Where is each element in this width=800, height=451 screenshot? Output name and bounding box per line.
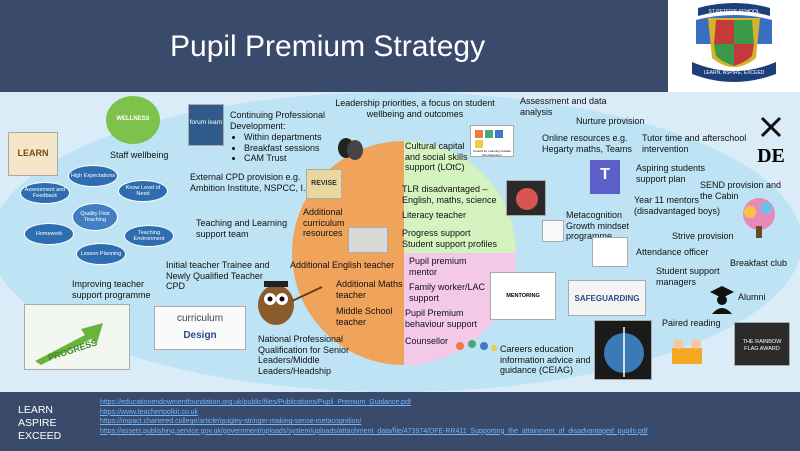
cpd-item: Within departments [244, 132, 322, 143]
teaching-learning-label: Teaching and Learning support team [196, 218, 288, 239]
careers-label: Careers education information advice and… [500, 344, 591, 375]
send-provision-label: SEND provision and the Cabin [700, 180, 782, 201]
footer-link[interactable]: https://impact.chartered.college/article… [100, 418, 362, 425]
de-text: DE [757, 145, 785, 167]
footer-link[interactable]: https://assets.publishing.service.gov.uk… [100, 427, 648, 435]
footer-bar [0, 392, 800, 451]
cpd-list: Within departments Breakfast sessions CA… [232, 132, 322, 164]
behaviour-support-label: Pupil Premium behaviour support [405, 308, 478, 329]
owl-teacher-image [252, 275, 324, 327]
cultural-capital-label: Cultural capital and social skills suppo… [405, 141, 468, 172]
tlr-label: TLR disadvantaged – English, maths, scie… [402, 184, 497, 205]
tutor-time-label: Tutor time and afterschool intervention [642, 133, 747, 154]
attendance-label: Attendance officer [636, 247, 709, 257]
footer-motto: LEARN ASPIRE EXCEED [18, 404, 61, 443]
duke-of-edinburgh-logo: DE [752, 114, 790, 172]
forum-learn-image: forum learn [188, 104, 224, 146]
nurture-label: Nurture provision [576, 116, 645, 126]
initial-teacher-label: Initial teacher Trainee and Newly Qualif… [166, 260, 270, 291]
learn-text: LEARN [17, 148, 49, 158]
motto-line: EXCEED [18, 430, 62, 442]
wellness-image: WELLNESS [106, 96, 160, 144]
teams-icon: T [590, 160, 620, 194]
paired-reading-label: Paired reading [662, 318, 721, 328]
drama-masks-icon [336, 136, 364, 162]
design-text: Design [183, 330, 217, 341]
cpd-item: Breakfast sessions [244, 143, 322, 154]
footer-link[interactable]: https://educationendowmentfoundation.org… [100, 399, 411, 406]
rainbow-text: THE RAINBOW FLAG AWARD [742, 339, 782, 352]
lotc-logo: Council for Learning Outside the Classro… [470, 125, 514, 157]
footer-links: https://educationendowmentfoundation.org… [100, 398, 648, 436]
progress-image: PROGRESS [24, 304, 130, 370]
revise-text: REVISE [311, 180, 337, 187]
school-crest: ST PETER'S SCHOOL LEARN, ASPIRE, EXCEED [668, 0, 800, 92]
curriculum-design-image: curriculum Design [154, 306, 246, 350]
alumni-label: Alumni [738, 292, 766, 302]
brain-image [506, 180, 546, 216]
page-title: Pupil Premium Strategy [170, 30, 486, 63]
mentoring-image: MENTORING [490, 272, 556, 320]
breakfast-club-label: Breakfast club [730, 258, 788, 268]
student-support-label: Student support managers [656, 266, 720, 287]
literacy-label: Literacy teacher [402, 210, 467, 220]
safeguarding-text: SAFEGUARDING [574, 294, 640, 303]
additional-curriculum-label: Additional curriculum resources [303, 207, 345, 238]
forum-text: forum learn [189, 119, 223, 126]
additional-english-label: Additional English teacher [290, 260, 395, 270]
cpd-title: Continuing Professional Development: [230, 110, 326, 131]
cycle-node: High Expectations [68, 165, 118, 187]
crest-name: ST PETER'S SCHOOL [708, 9, 760, 15]
safeguarding-image: SAFEGUARDING [568, 280, 646, 316]
aspiring-students-label: Aspiring students support plan [636, 163, 706, 184]
growth-mindset-icon [542, 220, 564, 242]
strive-label: Strive provision [672, 231, 734, 241]
learn-blocks-image: LEARN [8, 132, 58, 176]
rainbow-flag-award-image: THE RAINBOW FLAG AWARD [734, 322, 790, 366]
year11-mentors-label: Year 11 mentors (disadvantaged boys) [634, 195, 721, 216]
tree-image [734, 196, 784, 238]
central-circle [292, 141, 516, 365]
cycle-node: Lesson Planning [76, 243, 126, 265]
theatre-icon [592, 237, 628, 267]
revise-image: REVISE [306, 169, 342, 199]
calculator-icon [348, 227, 388, 253]
graduate-icon [708, 284, 736, 314]
paired-reading-image [664, 334, 710, 370]
curriculum-text: curriculum [176, 313, 224, 324]
cpd-item: CAM Trust [244, 153, 322, 164]
cycle-node: Homework [24, 223, 74, 245]
header-bar [0, 0, 800, 92]
assessment-label: Assessment and data analysis [520, 96, 607, 117]
leadership-label: Leadership priorities, a focus on studen… [335, 98, 495, 119]
lotc-text: Council for Learning Outside the Classro… [472, 149, 512, 157]
mentoring-text: MENTORING [506, 293, 540, 299]
counsellor-label: Counsellor [405, 336, 449, 346]
additional-maths-label: Additional Maths teacher [336, 279, 403, 300]
family-people-icon [450, 336, 500, 372]
metacognition-label: Metacognition Growth mindset programme [566, 210, 630, 241]
motto-line: LEARN [18, 404, 54, 416]
progress-support-label: Progress support Student support profile… [402, 228, 498, 249]
motto-line: ASPIRE [18, 417, 57, 429]
external-cpd-label: External CPD provision e.g. Ambition Ins… [190, 172, 323, 193]
cycle-node: Teaching Environment [124, 225, 174, 247]
cycle-center: Quality First Teaching [72, 203, 118, 231]
globe-signpost-image [594, 320, 652, 380]
staff-wellbeing-label: Staff wellbeing [110, 150, 169, 160]
npq-label: National Professional Qualification for … [258, 334, 350, 376]
cycle-node: Assessment and Feedback [20, 182, 70, 204]
wellness-text: WELLNESS [116, 116, 150, 122]
crest-motto: LEARN, ASPIRE, EXCEED [703, 70, 765, 76]
online-resources-label: Online resources e.g. Hegarty maths, Tea… [542, 133, 632, 154]
improving-teacher-label: Improving teacher support programme [72, 279, 151, 300]
middle-school-label: Middle School teacher [336, 306, 393, 327]
family-worker-label: Family worker/LAC support [409, 282, 486, 303]
pupil-mentor-label: Pupil premium mentor [409, 256, 467, 277]
cycle-node: Know Level of Need [118, 180, 168, 202]
footer-link[interactable]: https://www.teachertoolkit.co.uk [100, 408, 199, 416]
